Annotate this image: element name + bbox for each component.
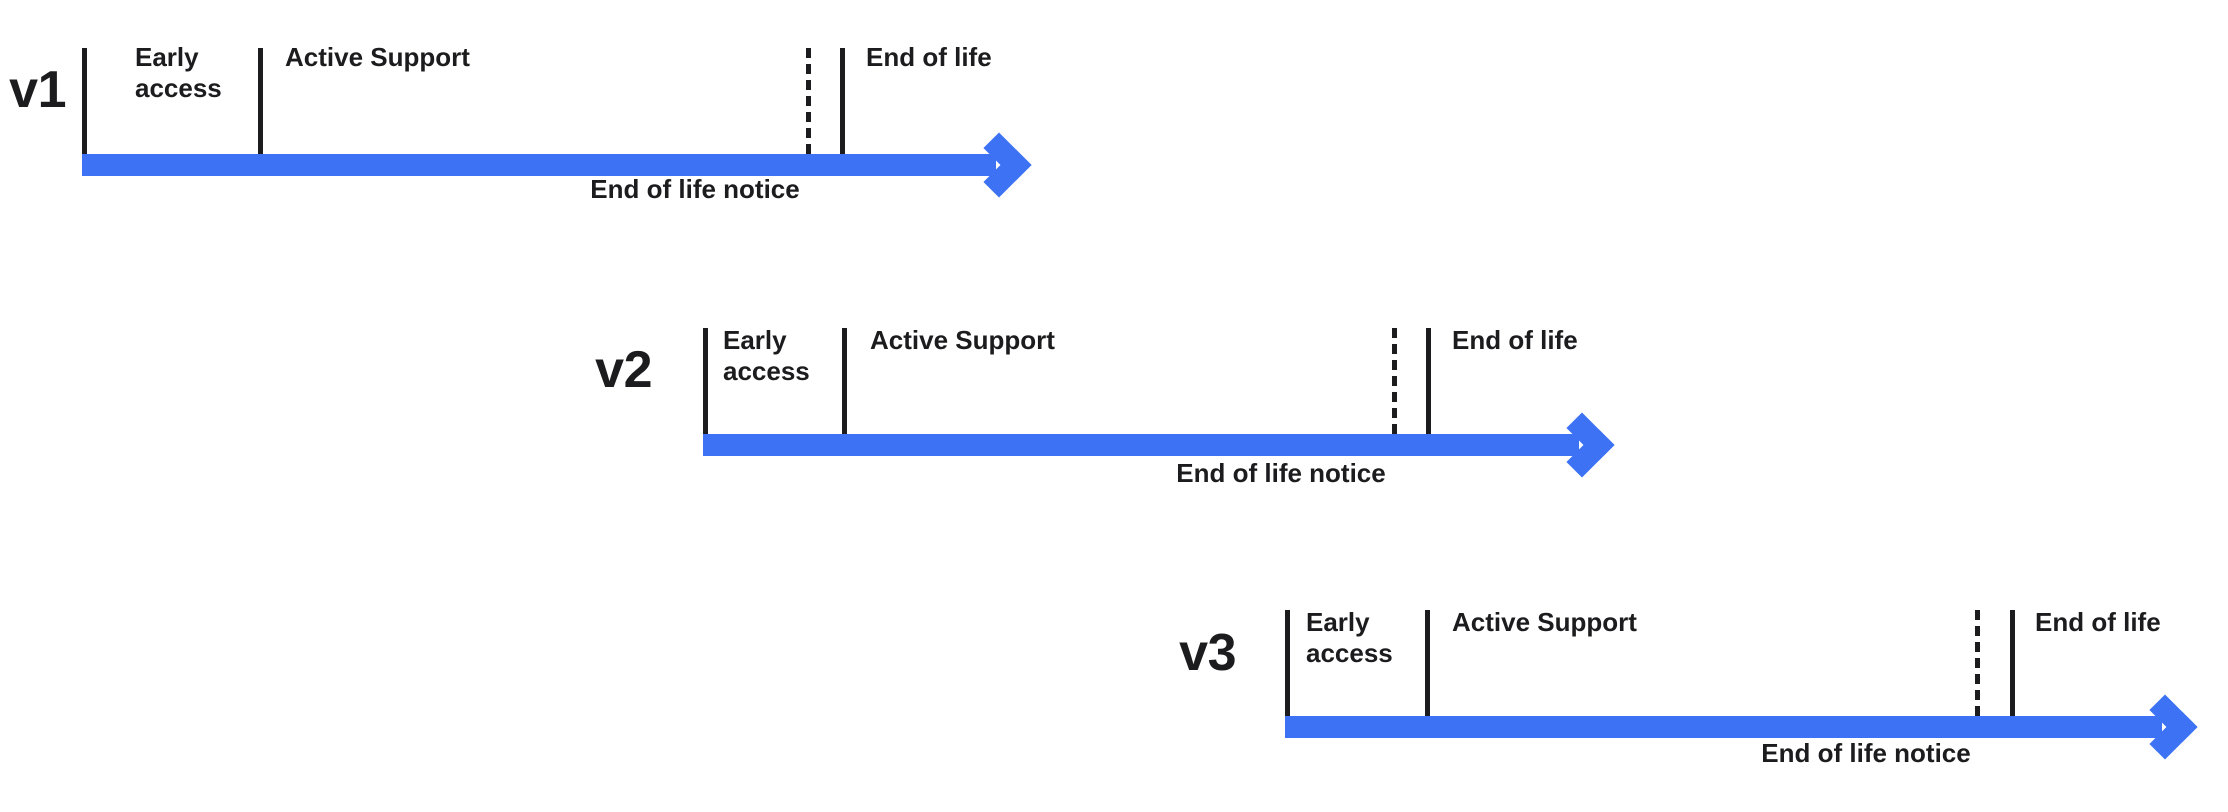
timeline-arrow-shaft-v1 (82, 154, 996, 176)
active-support-label-v3: Active Support (1452, 607, 1637, 637)
timeline-arrow-shaft-v3 (1285, 716, 2162, 738)
end-of-life-label-v1: End of life (866, 42, 992, 72)
end-of-life-label-v3: End of life (2035, 607, 2161, 637)
active-support-start-line-v1 (258, 48, 263, 154)
early-access-label-v3: Early access (1306, 607, 1393, 668)
end-of-life-notice-label-v1: End of life notice (590, 174, 800, 204)
early-access-label-v2: Early access (723, 325, 810, 386)
end-of-life-start-line-v3 (2010, 610, 2015, 716)
timeline-arrow-v3 (1285, 694, 2198, 760)
early-access-start-line-v3 (1285, 610, 1290, 716)
end-of-life-label-v2: End of life (1452, 325, 1578, 355)
version-label-v2: v2 (595, 341, 652, 399)
active-support-label-v1: Active Support (285, 42, 470, 72)
version-label-v1: v1 (9, 61, 66, 119)
early-access-start-line-v1 (82, 48, 87, 154)
timeline-arrow-shaft-v2 (703, 434, 1579, 456)
end-of-life-notice-label-v2: End of life notice (1176, 458, 1386, 488)
early-access-label-v1: Early access (135, 42, 222, 103)
timeline-arrow-v1 (82, 132, 1032, 198)
end-of-life-notice-line-v1 (806, 48, 811, 154)
version-label-v3: v3 (1179, 624, 1236, 682)
end-of-life-notice-line-v2 (1392, 328, 1397, 434)
end-of-life-start-line-v2 (1426, 328, 1431, 434)
active-support-start-line-v3 (1425, 610, 1430, 716)
end-of-life-start-line-v1 (840, 48, 845, 154)
active-support-label-v2: Active Support (870, 325, 1055, 355)
end-of-life-notice-line-v3 (1975, 610, 1980, 716)
active-support-start-line-v2 (842, 328, 847, 434)
timeline-arrow-head-v2 (1549, 412, 1615, 478)
timeline-arrow-v2 (703, 412, 1615, 478)
early-access-start-line-v2 (703, 328, 708, 434)
timeline-arrow-head-v3 (2132, 694, 2198, 760)
end-of-life-notice-label-v3: End of life notice (1761, 738, 1971, 768)
